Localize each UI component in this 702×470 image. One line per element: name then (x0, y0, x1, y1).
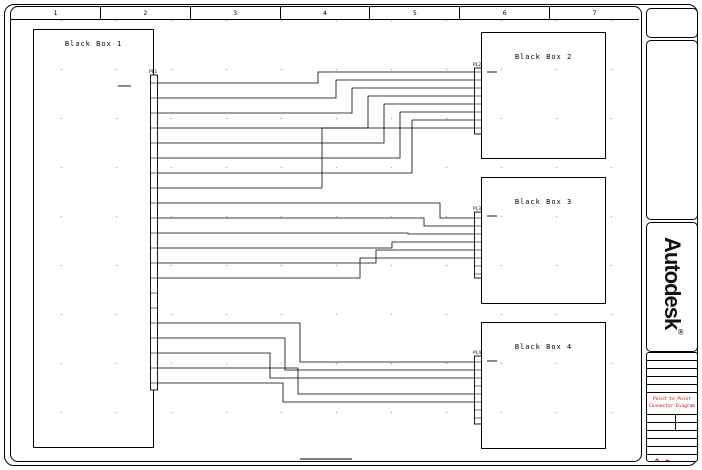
title-block-row (647, 377, 697, 385)
title-block-row (647, 423, 697, 431)
autodesk-logo-block: Autodesk® (646, 222, 698, 352)
black-box-2: Black Box 2 (481, 32, 606, 159)
zone-ruler: 1 2 3 4 5 6 7 (11, 7, 639, 20)
title-block-row (647, 353, 697, 361)
zone-label-1: 1 (11, 7, 101, 19)
title-block-bottom-row (647, 455, 697, 461)
title-block-divider (647, 423, 676, 430)
red-signature-mark (654, 457, 671, 461)
registered-mark: ® (677, 329, 685, 337)
zone-label-7: 7 (592, 9, 597, 17)
title-block-row (647, 361, 697, 369)
black-box-4-label: Black Box 4 (514, 343, 573, 351)
title-block-row (647, 385, 697, 393)
zone-label-5: 5 (370, 7, 461, 19)
black-box-1-label: Black Box 1 (64, 40, 123, 48)
drawing-title-line2: Connector Diagram (648, 403, 696, 409)
title-block-divider (647, 415, 676, 422)
right-panel-top (646, 8, 698, 38)
drawing-title: Point to Point Connector Diagram (647, 393, 697, 415)
title-block-row (647, 439, 697, 447)
black-box-2-label: Black Box 2 (514, 53, 573, 61)
zone-label-4: 4 (281, 7, 371, 19)
title-block-row (647, 369, 697, 377)
zone-label-3: 3 (191, 7, 281, 19)
drawing-title-line1: Point to Point (653, 397, 691, 403)
black-box-3: Black Box 3 (481, 177, 606, 304)
autodesk-logo-text: Autodesk® (659, 237, 685, 336)
black-box-1: Black Box 1 (33, 29, 154, 448)
right-panel-middle (646, 40, 698, 220)
zone-label-2: 2 (101, 7, 191, 19)
title-block-row (647, 431, 697, 439)
title-block-row (647, 447, 697, 455)
title-block: Point to Point Connector Diagram (646, 352, 698, 462)
black-box-3-label: Black Box 3 (514, 198, 573, 206)
zone-label-6: 6 (460, 7, 551, 19)
brand-name: Autodesk (660, 237, 685, 330)
title-block-row (647, 415, 697, 423)
black-box-4: Black Box 4 (481, 322, 606, 449)
